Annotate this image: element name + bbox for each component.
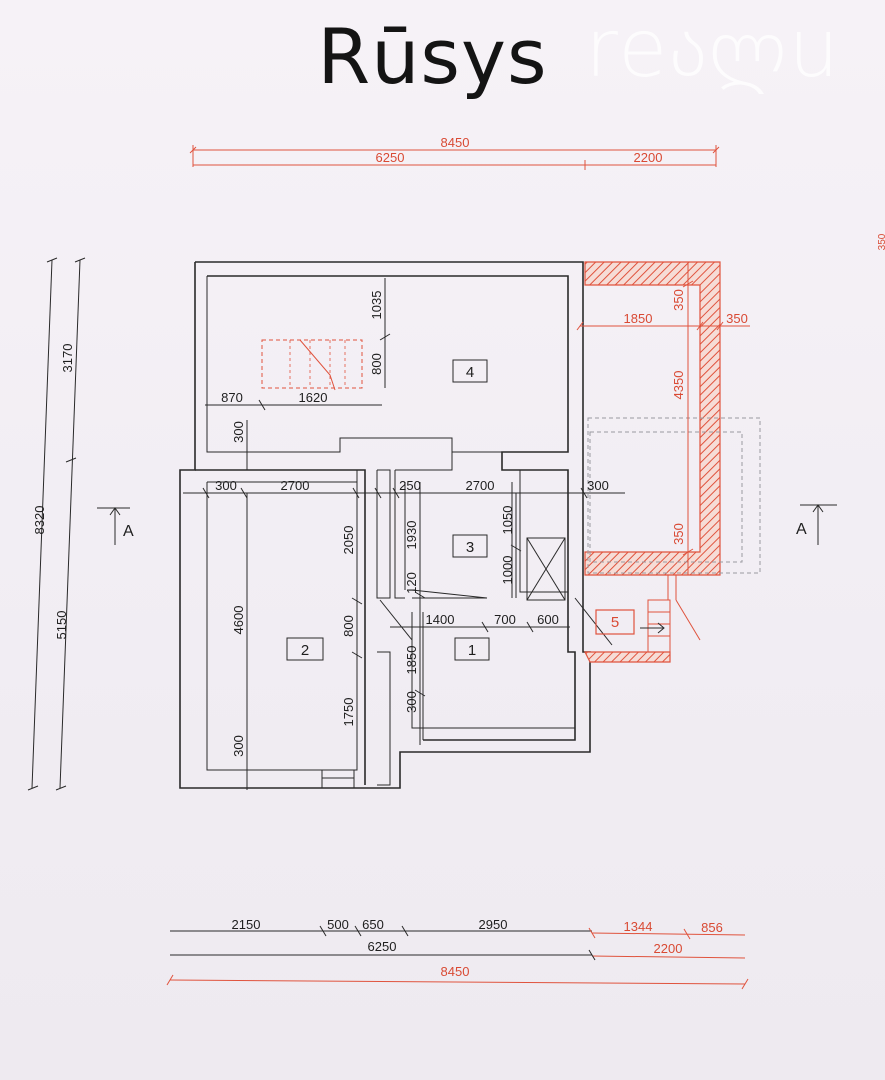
svg-text:2: 2	[301, 642, 309, 659]
dim-300-a: 300	[215, 478, 237, 493]
svg-text:1: 1	[468, 642, 476, 659]
dim-1400: 1400	[426, 612, 455, 627]
building-walls	[179, 261, 591, 789]
top-dimension-chain: 8450 6250 2200	[189, 135, 720, 170]
dim-top-left: 6250	[376, 150, 405, 165]
dim-1930: 1930	[404, 521, 419, 550]
dim-bottom-2950: 2950	[479, 917, 508, 932]
dim-bottom-856: 856	[701, 920, 723, 935]
svg-text:3: 3	[466, 539, 474, 556]
dim-1850: 1850	[404, 646, 419, 675]
watermark-logo: reალu	[585, 2, 842, 95]
dim-bottom-total: 8450	[441, 964, 470, 979]
section-marker-right: A	[796, 504, 837, 545]
dim-top-right: 2200	[634, 150, 663, 165]
dim-ext-350-bottom: 350	[671, 523, 686, 545]
dim-2700-b: 2700	[466, 478, 495, 493]
dim-bottom-500: 500	[327, 917, 349, 932]
dim-left-lower: 5150	[54, 611, 69, 640]
dim-4600: 4600	[231, 606, 246, 635]
section-label-right: A	[796, 521, 807, 538]
dim-ext-350-right: 350	[726, 311, 748, 326]
extension-walls	[584, 261, 761, 663]
dim-250: 250	[399, 478, 421, 493]
dim-800-top: 800	[369, 353, 384, 375]
room-label-1: 1	[454, 637, 490, 661]
dim-ext-4350: 4350	[671, 371, 686, 400]
dim-1035: 1035	[369, 291, 384, 320]
dim-top-total: 8450	[441, 135, 470, 150]
dim-700: 700	[494, 612, 516, 627]
room-label-3: 3	[452, 534, 488, 558]
section-marker-left: A	[97, 507, 134, 545]
dim-300-c: 300	[587, 478, 609, 493]
dim-ext-350-top: 350	[671, 289, 686, 311]
room-label-5: 5	[595, 609, 635, 635]
extension-dimensions: 1850 350 350 4350 350 350	[576, 233, 885, 575]
dim-600: 600	[537, 612, 559, 627]
dim-870: 870	[221, 390, 243, 405]
dim-300-room1: 300	[404, 691, 419, 713]
left-dimension-chain: 8320 3170 5150	[27, 257, 86, 791]
dim-2050: 2050	[341, 526, 356, 555]
dim-800-mid: 800	[341, 615, 356, 637]
svg-text:5: 5	[611, 614, 619, 631]
room-label-2: 2	[286, 637, 324, 661]
dim-left-upper: 3170	[60, 344, 75, 373]
dim-1620: 1620	[299, 390, 328, 405]
dim-1000: 1000	[500, 556, 515, 585]
internal-dimensions: 300 2700 250 2700 300 870 1620 1035 800 …	[183, 278, 625, 790]
dim-bottom-650: 650	[362, 917, 384, 932]
room-label-4: 4	[452, 359, 488, 383]
dim-bottom-2200: 2200	[654, 941, 683, 956]
dim-left-total: 8320	[32, 506, 47, 535]
dim-ext-1850: 1850	[624, 311, 653, 326]
dim-2700-a: 2700	[281, 478, 310, 493]
dim-120: 120	[404, 572, 419, 594]
page-title: Rūsys	[317, 12, 548, 101]
section-label-left: A	[123, 523, 134, 540]
dim-bottom-6250: 6250	[368, 939, 397, 954]
dim-1750: 1750	[341, 698, 356, 727]
dim-bottom-2150: 2150	[232, 917, 261, 932]
dim-bottom-1344: 1344	[624, 919, 653, 934]
svg-text:4: 4	[466, 364, 474, 381]
dim-edge-350: 350	[877, 233, 885, 250]
dim-300-vertical: 300	[231, 421, 246, 443]
bottom-dimension-chain: 2150 500 650 2950 1344 856 6250 2200 845…	[166, 917, 749, 990]
dim-1050: 1050	[500, 506, 515, 535]
dim-300-bottom: 300	[231, 735, 246, 757]
